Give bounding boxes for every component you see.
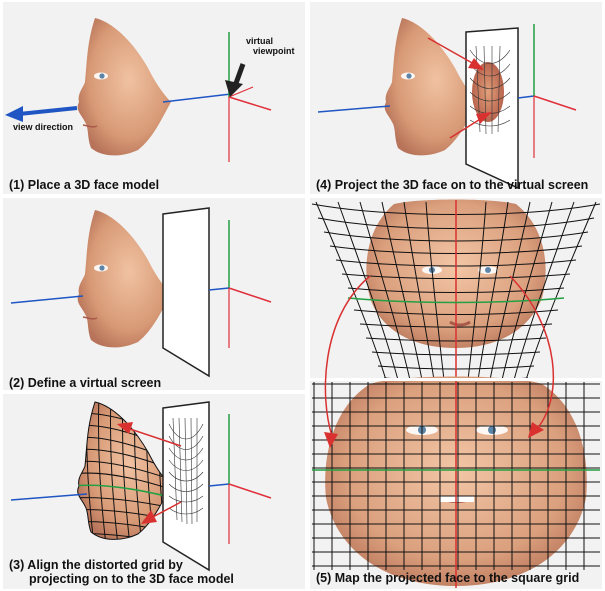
view-direction-arrow: [19, 108, 77, 114]
panel-5-illustration: [310, 198, 602, 589]
panel-5-caption: (5) Map the projected face to the square…: [316, 571, 579, 585]
panel-1-illustration: [3, 2, 305, 194]
panel-4: (4) Project the 3D face on to the virtua…: [310, 2, 602, 194]
panel-1-caption: (1) Place a 3D face model: [9, 178, 159, 192]
viewpoint-label-2: viewpoint: [253, 46, 295, 56]
face-model: [385, 18, 478, 155]
viewpoint-label-1: virtual: [246, 36, 273, 46]
panel-1: virtual viewpoint view direction (1) Pla…: [3, 2, 305, 194]
panel-3: (3) Align the distorted grid by projecti…: [3, 394, 305, 589]
panel-4-caption: (4) Project the 3D face on to the virtua…: [316, 178, 588, 192]
panel-2-caption: (2) Define a virtual screen: [9, 376, 161, 390]
panel-2: (2) Define a virtual screen: [3, 198, 305, 390]
face-model: [78, 18, 171, 155]
panel-2-illustration: [3, 198, 305, 390]
panel-5: (5) Map the projected face to the square…: [310, 198, 602, 589]
panel-3-caption-line-2: projecting on to the 3D face model: [29, 572, 234, 586]
virtual-screen: [163, 208, 209, 376]
face-model: [78, 210, 171, 347]
panel-4-illustration: [310, 2, 602, 194]
view-direction-label: view direction: [13, 122, 73, 132]
axis-blue: [163, 94, 231, 102]
axis-red: [229, 97, 271, 110]
panel-3-caption-line-1: (3) Align the distorted grid by: [9, 558, 183, 572]
